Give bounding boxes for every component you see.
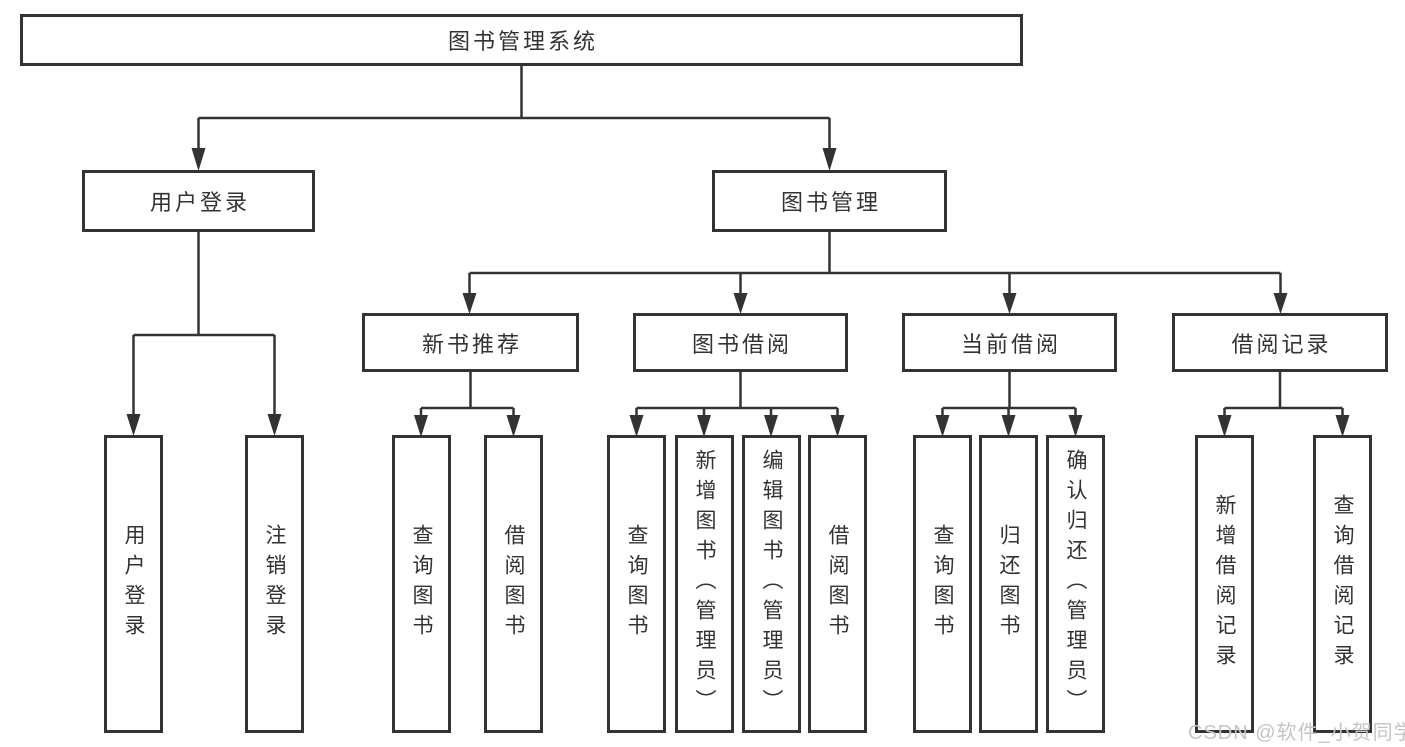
- node-return-books: 归还图书: [979, 435, 1038, 733]
- node-label: 图书借阅: [691, 331, 792, 357]
- node-label: 借阅记录: [1231, 331, 1332, 357]
- node-label: 编辑图书（管理员）: [760, 449, 783, 719]
- node-label: 查询借阅记录: [1331, 494, 1354, 674]
- node-borrowing-records: 借阅记录: [1172, 313, 1388, 372]
- node-query-borrow-record: 查询借阅记录: [1313, 435, 1372, 733]
- node-label: 注销登录: [263, 524, 286, 644]
- watermark: CSDN @软件_小贺同学: [1188, 722, 1405, 744]
- node-label: 用户登录: [122, 524, 145, 644]
- node-add-books-admin: 新增图书（管理员）: [675, 435, 734, 733]
- node-label: 新增借阅记录: [1213, 494, 1236, 674]
- node-edit-books-admin: 编辑图书（管理员）: [742, 435, 801, 733]
- node-query-books-borrow: 查询图书: [607, 435, 666, 733]
- node-book-management: 图书管理: [712, 170, 947, 232]
- node-label: 归还图书: [997, 524, 1020, 644]
- node-borrow-books-recommend: 借阅图书: [484, 435, 543, 733]
- node-label: 图书管理: [780, 190, 881, 215]
- node-label: 用户登录: [149, 190, 250, 215]
- node-label: 查询图书: [410, 524, 433, 644]
- node-label: 查询图书: [625, 524, 648, 644]
- node-library-management-system: 图书管理系统: [20, 14, 1023, 66]
- node-query-books-recommend: 查询图书: [392, 435, 451, 733]
- node-confirm-return-admin: 确认归还（管理员）: [1046, 435, 1105, 733]
- node-user-login: 用户登录: [82, 170, 315, 232]
- node-new-book-recommendation: 新书推荐: [362, 313, 579, 372]
- node-label: 查询图书: [931, 524, 954, 644]
- node-query-books-current: 查询图书: [913, 435, 972, 733]
- node-label: 借阅图书: [502, 524, 525, 644]
- node-logout-leaf: 注销登录: [245, 435, 304, 733]
- node-borrow-books-borrow: 借阅图书: [808, 435, 867, 733]
- node-label: 借阅图书: [826, 524, 849, 644]
- node-label: 确认归还（管理员）: [1064, 449, 1087, 719]
- node-label: 当前借阅: [960, 331, 1061, 357]
- node-user-login-leaf: 用户登录: [104, 435, 163, 733]
- arrowheads: [126, 148, 1350, 437]
- node-book-borrowing: 图书借阅: [633, 313, 848, 372]
- node-label: 新增图书（管理员）: [693, 449, 716, 719]
- node-current-borrowing: 当前借阅: [902, 313, 1117, 372]
- node-label: 新书推荐: [421, 331, 522, 357]
- node-label: 图书管理系统: [447, 29, 598, 54]
- node-add-borrow-record: 新增借阅记录: [1195, 435, 1254, 733]
